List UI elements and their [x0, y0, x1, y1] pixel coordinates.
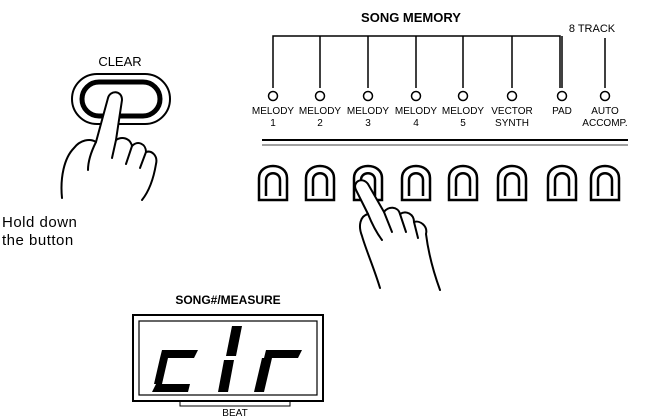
track-button-5[interactable] [447, 164, 479, 202]
clear-button-group: CLEAR [60, 54, 171, 201]
track-button-inner [596, 172, 614, 196]
track-led-indicator [410, 90, 422, 102]
display-group: SONG#/MEASURE BEAT [132, 293, 324, 419]
display-title: SONG#/MEASURE [175, 293, 280, 307]
track-button-outer [447, 164, 479, 202]
track-label-line-1: MELODY [252, 106, 295, 117]
track-button-inner [553, 172, 571, 196]
track-button-outer [257, 164, 289, 202]
clear-button-label: CLEAR [98, 54, 141, 69]
track-label-line-1: VECTOR [491, 106, 533, 117]
track-led-indicator [556, 90, 568, 102]
track-led-indicator [599, 90, 611, 102]
track-label-line-1: AUTO [591, 106, 619, 117]
track-button-inner [454, 172, 472, 196]
instruction-line-2: the button [2, 232, 74, 249]
track-label-line-1: MELODY [299, 106, 342, 117]
track-button-inner [503, 172, 521, 196]
beat-bracket [179, 401, 291, 407]
track-labels: MELODY1MELODY2MELODY3MELODY4MELODY5VECTO… [252, 106, 628, 129]
track-button-4[interactable] [400, 164, 432, 202]
track-led-indicator [457, 90, 469, 102]
track-button-1[interactable] [257, 164, 289, 202]
track-label-line-2: 2 [317, 118, 323, 129]
track-button-outer [546, 164, 578, 202]
track-led-indicator [267, 90, 279, 102]
instruction-line-1: Hold down [2, 214, 78, 231]
track-button-7[interactable] [546, 164, 578, 202]
track-buttons [257, 164, 621, 202]
beat-label: BEAT [222, 408, 247, 419]
track-led-indicator [506, 90, 518, 102]
track-button-2[interactable] [304, 164, 336, 202]
song-memory-title: SONG MEMORY [361, 10, 461, 25]
track-button-inner [264, 172, 282, 196]
track-button-outer [304, 164, 336, 202]
pressing-hand-icon [354, 179, 441, 291]
track-leds [267, 90, 611, 102]
segment-r-left [254, 358, 272, 392]
bracket-ticks [319, 36, 606, 88]
song-memory-group: SONG MEMORY 8 TRACK MELODY1MELODY2MELODY… [252, 10, 628, 291]
track-button-inner [407, 172, 425, 196]
track-button-8[interactable] [589, 164, 621, 202]
track-label-line-1: MELODY [395, 106, 438, 117]
track-label-line-1: MELODY [442, 106, 485, 117]
track-button-6[interactable] [496, 164, 528, 202]
track-button-outer [400, 164, 432, 202]
track-led-indicator [362, 90, 374, 102]
track-count-label: 8 TRACK [569, 23, 616, 35]
segment-r-top [264, 350, 302, 358]
instruction-text: Hold down the button [2, 214, 132, 250]
track-button-inner [311, 172, 329, 196]
track-button-outer [589, 164, 621, 202]
display-readout [152, 326, 302, 392]
pressing-hand-icon [60, 91, 158, 201]
track-label-line-2: 3 [365, 118, 371, 129]
segment-c-bottom [152, 384, 190, 392]
track-button-outer [496, 164, 528, 202]
track-label-line-1: MELODY [347, 106, 390, 117]
segment-c-top [160, 350, 198, 358]
track-label-line-2: 4 [413, 118, 419, 129]
track-led-indicator [314, 90, 326, 102]
segment-l-upper [226, 326, 242, 356]
track-label-line-2: 1 [270, 118, 276, 129]
track-label-line-2: 5 [460, 118, 466, 129]
track-label-line-2: SYNTH [495, 118, 529, 129]
track-label-line-2: ACCOMP. [582, 118, 627, 129]
segment-c-left [154, 358, 168, 384]
segment-l-lower [218, 360, 234, 392]
track-label-line-1: PAD [552, 106, 572, 117]
